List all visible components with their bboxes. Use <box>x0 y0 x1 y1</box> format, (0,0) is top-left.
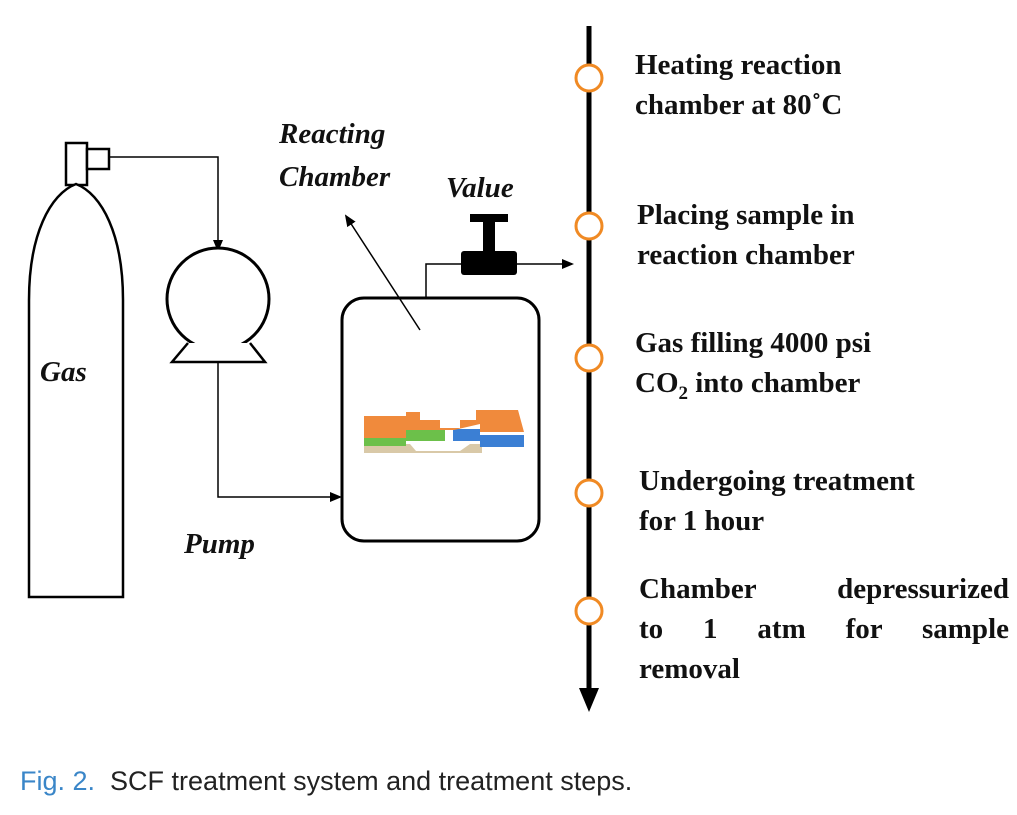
step-2-text: Placing sample in reaction chamber <box>637 195 855 275</box>
chamber-outlet-pipe <box>425 259 574 298</box>
figure-caption: Fig. 2. SCF treatment system and treatme… <box>20 766 632 797</box>
gas-cylinder: Gas <box>27 141 125 599</box>
gas-to-pump-pipe <box>109 156 223 252</box>
step-marker-2 <box>574 211 604 241</box>
valve-stem <box>483 220 495 253</box>
figure-number: Fig. 2. <box>20 766 96 796</box>
cylinder-outlet <box>85 147 111 171</box>
chamber-label-line2: Chamber <box>279 161 391 193</box>
pump-to-chamber-pipe <box>217 362 342 502</box>
step-3-line-2-rest: into chamber <box>695 367 861 399</box>
cylinder-body <box>27 182 125 599</box>
step-5-text: Chamber depressurized to 1 atm for sampl… <box>639 569 1009 689</box>
caption-text: SCF treatment system and treatment steps… <box>110 766 633 796</box>
pump-base <box>169 342 268 364</box>
step-4-text: Undergoing treatment for 1 hour <box>639 461 915 541</box>
co2-subscript: 2 <box>678 382 689 404</box>
treatment-timeline <box>574 26 604 712</box>
step-1-text: Heating reaction chamber at 80˚C <box>635 45 842 125</box>
sample-right-electrode-side <box>480 435 524 447</box>
step-3-text: Gas filling 4000 psi CO2 into chamber <box>635 323 871 414</box>
step-4-line-2: for 1 hour <box>639 505 765 537</box>
valve-body <box>461 251 517 275</box>
step-2-line-1: Placing sample in <box>637 199 855 231</box>
sample-left-electrode-side <box>364 438 406 446</box>
sample-channel-blue <box>453 429 480 441</box>
step-3-line-2: CO2 into chamber <box>635 363 871 414</box>
step-5-line-1: Chamber depressurized <box>639 573 1009 605</box>
step-5-line-3: removal <box>639 653 740 685</box>
step-1-line-1: Heating reaction <box>635 49 842 81</box>
step-4-line-1: Undergoing treatment <box>639 465 915 497</box>
chamber-label-line1: Reacting <box>278 118 385 150</box>
pump-body <box>165 246 271 352</box>
chamber-body <box>340 296 541 543</box>
valve-handle <box>470 214 508 222</box>
pump-label: Pump <box>183 528 255 560</box>
timeline-arrowhead <box>579 688 599 712</box>
step-2-line-2: reaction chamber <box>637 239 855 271</box>
sample-base <box>364 444 482 453</box>
step-marker-1 <box>574 63 604 93</box>
reacting-chamber: Reacting Chamber <box>278 118 541 543</box>
step-marker-3 <box>574 343 604 373</box>
sample-device <box>364 410 524 453</box>
gas-label: Gas <box>40 356 87 388</box>
pump: Pump <box>165 246 271 560</box>
cylinder-valve-head <box>64 141 89 187</box>
treatment-system-diagram: Gas Pump Reacting Chamber Value <box>27 26 604 712</box>
valve: Value <box>425 172 574 298</box>
step-3-line-1: Gas filling 4000 psi <box>635 327 872 359</box>
sample-channel-green <box>406 430 445 441</box>
step-1-line-2: chamber at 80˚C <box>635 89 843 121</box>
step-5-line-2: to 1 atm for sample <box>639 613 1009 645</box>
chamber-label-pointer <box>344 214 421 331</box>
sample-top-layer <box>364 410 524 438</box>
step-marker-4 <box>574 478 604 508</box>
step-marker-5 <box>574 596 604 626</box>
co2-formula: CO <box>635 367 679 399</box>
valve-label: Value <box>446 172 514 204</box>
